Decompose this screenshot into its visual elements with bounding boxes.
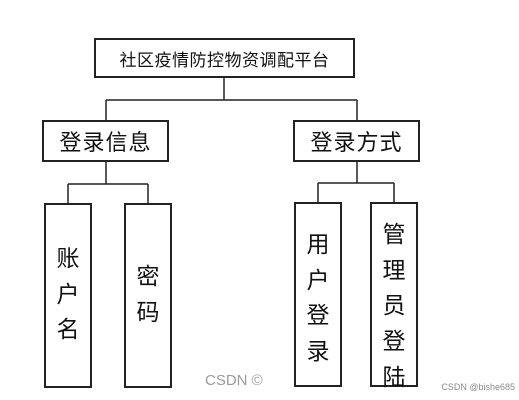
vertical-char: 登 — [382, 328, 406, 355]
leaf-admin-login: 管理员登陆 — [370, 202, 418, 391]
vertical-char: 陆 — [382, 364, 406, 391]
vertical-char: 员 — [382, 293, 406, 320]
root-node: 社区疫情防控物资调配平台 — [94, 38, 355, 78]
watermark-center: CSDN © — [205, 372, 263, 389]
leaf-user-login: 用户登录 — [294, 202, 342, 387]
vertical-char: 名 — [56, 317, 80, 344]
vertical-char: 录 — [306, 338, 330, 365]
node-login-info: 登录信息 — [42, 120, 169, 162]
vertical-char: 密 — [136, 263, 160, 290]
vertical-char: 码 — [136, 299, 160, 326]
vertical-char: 管 — [382, 222, 406, 248]
leaf-password: 密码 — [124, 203, 172, 388]
vertical-char: 户 — [56, 281, 80, 308]
vertical-char: 用 — [306, 232, 330, 258]
watermark-corner: CSDN @bishe685 — [441, 382, 515, 392]
vertical-char: 登 — [306, 303, 330, 330]
node-login-method: 登录方式 — [293, 120, 420, 162]
vertical-char: 理 — [382, 257, 406, 284]
leaf-account-name: 账户名 — [44, 203, 92, 388]
vertical-char: 账 — [56, 246, 80, 273]
vertical-char: 户 — [306, 267, 330, 294]
